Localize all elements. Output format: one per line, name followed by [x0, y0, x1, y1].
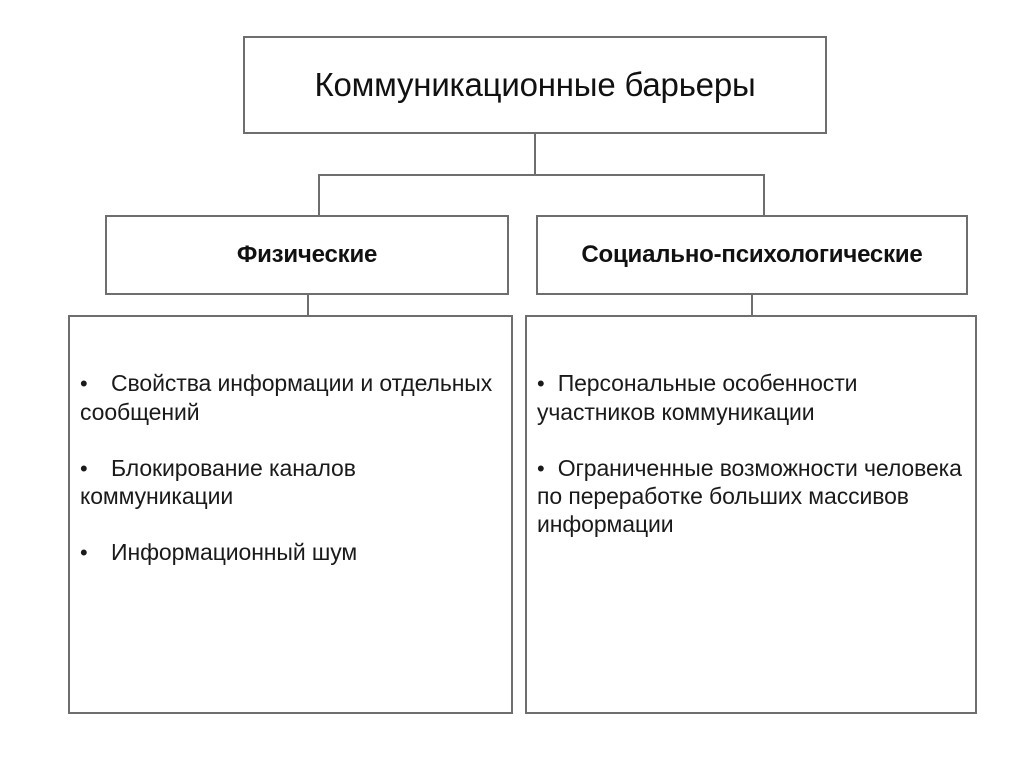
- branch-header-physical: Физические: [105, 215, 509, 295]
- branch-content-physical: Свойства информации и отдельных сообщени…: [68, 315, 513, 714]
- connector-root-vertical: [534, 134, 536, 176]
- connector-physical-to-content: [307, 295, 309, 317]
- branch-content-socio-psychological: Персональные особенности участников комм…: [525, 315, 977, 714]
- root-node-label: Коммуникационные барьеры: [314, 66, 756, 103]
- list-item-label: Свойства информации и отдельных сообщени…: [80, 370, 493, 425]
- bullet-dot-icon: [80, 454, 111, 483]
- list-item: Информационный шум: [80, 538, 501, 567]
- list-item-label: Информационный шум: [111, 539, 358, 566]
- list-item-label: Ограниченные возможности человека по пер…: [537, 454, 962, 538]
- list-item: Ограниченные возможности человека по пер…: [537, 454, 965, 539]
- connector-left-branch-vertical: [318, 174, 320, 217]
- list-item: Блокирование каналов коммуникации: [80, 454, 501, 511]
- connector-horizontal-bar: [318, 174, 765, 176]
- list-item: Персональные особенности участников комм…: [537, 369, 965, 426]
- bullet-list-physical: Свойства информации и отдельных сообщени…: [80, 369, 501, 567]
- list-item-label: Персональные особенности участников комм…: [537, 370, 858, 425]
- branch-header-socio-psychological-label: Социально-психологические: [581, 241, 923, 268]
- list-item: Свойства информации и отдельных сообщени…: [80, 369, 501, 426]
- branch-header-socio-psychological: Социально-психологические: [536, 215, 968, 295]
- connector-right-branch-vertical: [763, 174, 765, 217]
- connector-socio-to-content: [751, 295, 753, 317]
- branch-header-physical-label: Физические: [236, 241, 378, 268]
- root-node-communication-barriers: Коммуникационные барьеры: [243, 36, 827, 134]
- list-item-label: Блокирование каналов коммуникации: [80, 454, 356, 510]
- bullet-dot-icon: [80, 538, 111, 567]
- bullet-dot-icon: [80, 369, 111, 398]
- bullet-list-socio-psychological: Персональные особенности участников комм…: [537, 369, 965, 538]
- bullet-dot-icon: [537, 369, 558, 398]
- bullet-dot-icon: [537, 454, 558, 483]
